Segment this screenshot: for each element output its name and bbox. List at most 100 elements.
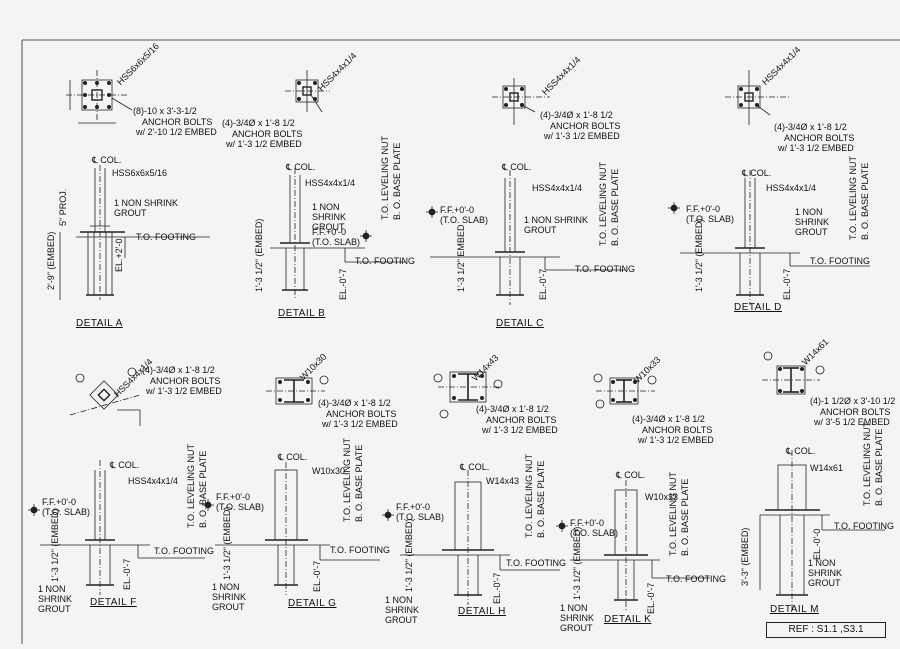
detail-b-grout: 1 NON SHRINK GROUT [312, 202, 347, 232]
detail-h-footing: T.O. FOOTING [506, 558, 566, 568]
detail-f-embed-dim: 1'-3 1/2" (EMBED) [50, 508, 60, 582]
detail-b-ff: F.F.+0'-0 (T.O. SLAB) [312, 227, 361, 247]
detail-b-embed-dim: 1'-3 1/2" (EMBED) [254, 218, 264, 292]
detail-h-bolts-label: ANCHOR BOLTS [486, 415, 557, 425]
detail-c-base-plate: B. O. BASE PLATE [610, 168, 620, 246]
detail-h-column-elev: W14x43 [486, 476, 520, 486]
detail-m-bolts-label: ANCHOR BOLTS [820, 407, 891, 417]
detail-g-ff: F.F.+0'-0 (T.O. SLAB) [216, 492, 265, 512]
detail-d-col-label: ℄ COL. [742, 168, 772, 178]
detail-k-bolts: (4)-3/4Ø x 1'-8 1/2 [632, 414, 705, 424]
detail-g-title: DETAIL G [288, 598, 337, 609]
detail-m-leveling-nut: T.O. LEVELING NUT [862, 421, 872, 506]
detail-g-embed-dim: 1'-3 1/2" (EMBED) [222, 506, 232, 580]
elevation-d [668, 170, 870, 305]
detail-m-elevation: EL.-0'-0 [812, 528, 822, 560]
detail-b-bolts-label: ANCHOR BOLTS [232, 129, 303, 139]
elevation-g [202, 462, 380, 595]
detail-d-leveling-nut: T.O. LEVELING NUT [848, 155, 858, 240]
detail-k-grout: 1 NON SHRINK GROUT [560, 603, 595, 633]
detail-g-footing: T.O. FOOTING [330, 545, 390, 555]
detail-a-footing: T.O. FOOTING [136, 232, 196, 242]
detail-b-bolts: (4)-3/4Ø x 1'-8 1/2 [222, 118, 295, 128]
detail-d-grout: 1 NON SHRINK GROUT [795, 207, 830, 237]
sheet-reference-box: REF : S1.1 ,S3.1 [766, 622, 886, 638]
detail-d-ff: F.F.+0'-0 (T.O. SLAB) [686, 204, 735, 224]
detail-g-embed: w/ 1'-3 1/2 EMBED [322, 419, 398, 429]
detail-f-grout: 1 NON SHRINK GROUT [38, 584, 73, 614]
detail-a-grout: 1 NON SHRINK GROUT [114, 198, 179, 218]
detail-c-col-label: ℄ COL. [502, 162, 532, 172]
elevation-b [270, 168, 405, 300]
detail-m-footing: T.O. FOOTING [834, 521, 894, 531]
detail-d-bolts: (4)-3/4Ø x 1'-8 1/2 [774, 122, 847, 132]
detail-d-title: DETAIL D [734, 302, 782, 313]
detail-m-grout: 1 NON SHRINK GROUT [808, 558, 843, 588]
detail-g-bolts-label: ANCHOR BOLTS [326, 409, 397, 419]
detail-h-grout: 1 NON SHRINK GROUT [385, 595, 420, 625]
detail-d-elevation: EL.-0'-7 [782, 268, 792, 300]
detail-h-col-label: ℄ COL. [460, 462, 490, 472]
detail-h-title: DETAIL H [458, 606, 506, 617]
detail-c-ff: F.F.+0'-0 (T.O. SLAB) [440, 205, 489, 225]
detail-k-col-label: ℄ COL. [616, 470, 646, 480]
detail-d-footing: T.O. FOOTING [810, 256, 870, 266]
detail-h-embed: w/ 1'-3 1/2 EMBED [482, 425, 558, 435]
detail-a-title: DETAIL A [76, 318, 123, 329]
detail-f-col-label: ℄ COL. [110, 460, 140, 470]
elevation-c [426, 170, 625, 305]
detail-b-column-elev: HSS4x4x1/4 [305, 178, 356, 188]
detail-h-base-plate: B. O. BASE PLATE [536, 460, 546, 538]
detail-c-embed-dim: 1'-3 1/2" EMBED [456, 224, 466, 292]
detail-k-embed-dim: 1'-3 1/2" (EMBED) [572, 526, 582, 600]
plan-view-k [593, 373, 657, 409]
detail-d-base-plate: B. O. BASE PLATE [860, 162, 870, 240]
detail-c-bolts-label: ANCHOR BOLTS [550, 121, 621, 131]
detail-c-title: DETAIL C [496, 318, 544, 329]
detail-m-base-plate: B. O. BASE PLATE [874, 428, 884, 506]
plan-view-m [762, 351, 825, 395]
detail-m-bolts: (4)-1 1/2Ø x 3'-10 1/2 [810, 396, 896, 406]
detail-k-title: DETAIL K [604, 614, 652, 625]
detail-k-column-elev: W10x33 [645, 492, 679, 502]
detail-f-bolts-label: ANCHOR BOLTS [150, 376, 221, 386]
detail-g-column-elev: W10x30 [312, 466, 346, 476]
detail-a-embed-dim: 2'-9" (EMBED) [46, 231, 56, 290]
detail-c-grout: 1 NON SHRINK GROUT [524, 215, 589, 235]
detail-k-leveling-nut: T.O. LEVELING NUT [668, 471, 678, 556]
detail-f-column-elev: HSS4x4x1/4 [128, 476, 179, 486]
detail-f-bolts: (4)-3/4Ø x 1'-8 1/2 [142, 365, 215, 375]
detail-c-column-elev: HSS4x4x1/4 [532, 183, 583, 193]
detail-d-column-elev: HSS4x4x1/4 [766, 183, 817, 193]
detail-f-elevation: EL.-0'-7 [122, 558, 132, 590]
detail-m-embed: w/ 3'-5 1/2 EMBED [814, 417, 890, 427]
detail-c-embed: w/ 1'-3 1/2 EMBED [544, 131, 620, 141]
detail-k-footing: T.O. FOOTING [666, 574, 726, 584]
detail-b-leveling-nut: T.O. LEVELING NUT [380, 135, 390, 220]
detail-a-col-label: ℄ COL. [92, 155, 122, 165]
plan-view-b [285, 70, 330, 113]
detail-d-bolts-label: ANCHOR BOLTS [784, 133, 855, 143]
detail-m-title: DETAIL M [770, 604, 820, 615]
detail-g-leveling-nut: T.O. LEVELING NUT [342, 437, 352, 522]
detail-h-leveling-nut: T.O. LEVELING NUT [524, 453, 534, 538]
detail-k-elevation: EL.-0'-7 [646, 582, 656, 614]
detail-a-bolts-label: ANCHOR BOLTS [142, 117, 213, 127]
detail-h-elevation: EL.-0'-7 [492, 572, 502, 604]
plan-view-a [66, 70, 133, 124]
detail-c-leveling-nut: T.O. LEVELING NUT [598, 161, 608, 246]
detail-g-bolts: (4)-3/4Ø x 1'-8 1/2 [318, 398, 391, 408]
detail-b-base-plate: B. O. BASE PLATE [392, 142, 402, 220]
detail-g-elevation: EL.-0'-7 [312, 560, 322, 592]
elevation-k [556, 480, 710, 610]
detail-b-col-label: ℄ COL. [286, 162, 316, 172]
detail-m-col-label: ℄ COL. [786, 446, 816, 456]
detail-k-base-plate: B. O. BASE PLATE [680, 478, 690, 556]
detail-a-column-elev: HSS6x6x5/16 [112, 168, 168, 178]
detail-f-base-plate: B. O. BASE PLATE [198, 450, 208, 528]
detail-m-embed-dim: 3'-3" (EMBED) [740, 527, 750, 586]
detail-b-footing: T.O. FOOTING [355, 256, 415, 266]
elevation-m [759, 450, 885, 610]
